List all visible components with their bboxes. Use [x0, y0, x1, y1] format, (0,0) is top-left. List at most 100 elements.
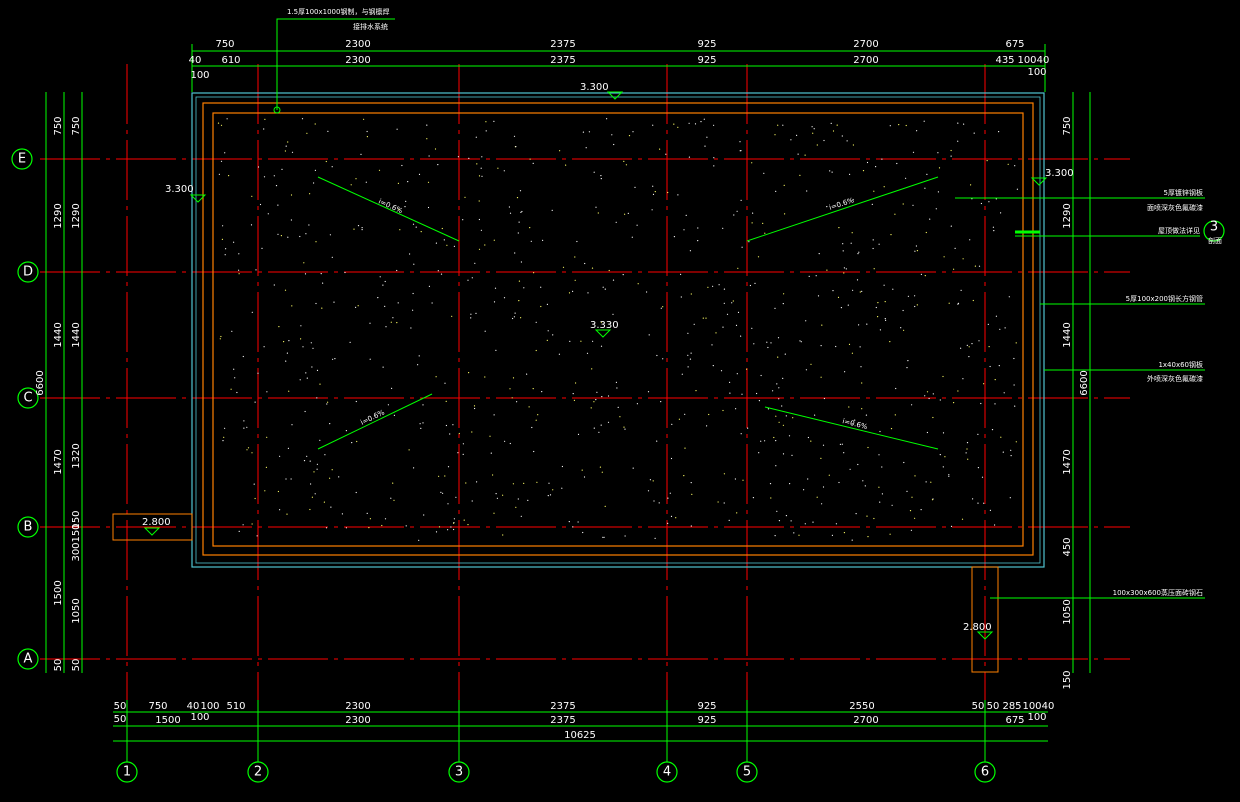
gravel-dot: [606, 118, 608, 120]
gravel-dot: [881, 493, 884, 495]
gravel-dot: [222, 225, 224, 227]
gravel-dot: [495, 349, 497, 351]
dim-top-r1-4: 2700: [853, 39, 878, 50]
dim-left-i-6: 300: [71, 542, 82, 561]
gravel-dot: [238, 530, 240, 533]
gravel-dot: [251, 311, 253, 313]
gravel-dot: [822, 486, 825, 488]
gravel-dot: [944, 456, 946, 458]
gravel-dot: [399, 229, 401, 231]
gravel-dot: [920, 509, 922, 511]
gravel-dot: [306, 132, 308, 134]
gravel-dot: [316, 369, 319, 371]
gravel-dot: [717, 501, 719, 503]
gravel-dot: [820, 457, 822, 459]
gravel-dot: [894, 414, 896, 416]
gravel-dot: [520, 317, 522, 319]
gravel-dot: [847, 304, 849, 306]
dim-top-r1-0: 750: [215, 39, 234, 50]
dim-right-4: 450: [1062, 537, 1073, 556]
gravel-dot: [277, 490, 279, 493]
gravel-dot: [974, 265, 977, 267]
gravel-dot: [242, 524, 244, 526]
gravel-dot: [828, 474, 830, 476]
gravel-dot: [790, 520, 792, 522]
gravel-dot: [286, 352, 288, 354]
gravel-dot: [973, 132, 975, 134]
dim-bot-r1-10: 50: [987, 701, 1000, 712]
gravel-dot: [468, 157, 470, 159]
gravel-dot: [582, 131, 585, 133]
gravel-dot: [926, 173, 928, 175]
gravel-dot: [920, 273, 923, 275]
gravel-dot: [302, 346, 304, 348]
gravel-dot: [600, 321, 603, 323]
gravel-dot: [723, 288, 726, 290]
axis-balloon-E: [11, 148, 33, 170]
gravel-dot: [546, 303, 549, 305]
axis-balloon-B: [17, 516, 39, 538]
gravel-dot: [283, 341, 285, 343]
gravel-dot: [778, 520, 781, 522]
notes: 1.5厚100x1000钢制，与钢檩焊 接排水系统 5厚镀锌钢板 面喷深灰色氟碳…: [287, 7, 1222, 597]
gravel-dot: [615, 381, 618, 383]
gravel-dot: [741, 246, 743, 248]
gravel-dot: [903, 329, 905, 331]
gravel-dot: [784, 353, 786, 355]
gravel-dot: [1000, 212, 1002, 214]
gravel-dot: [273, 175, 275, 177]
gravel-dot: [463, 519, 465, 521]
gravel-dot: [741, 393, 743, 395]
gravel-dot: [278, 326, 280, 328]
gravel-dot: [220, 335, 222, 338]
gravel-dot: [849, 468, 851, 470]
gravel-dot: [549, 494, 552, 496]
gravel-dot: [631, 236, 633, 238]
gravel-dot: [515, 146, 517, 148]
gravel-dot: [338, 476, 340, 478]
gravel-dot: [735, 324, 738, 326]
gravel-dot: [509, 212, 512, 214]
gravel-dot: [873, 190, 875, 192]
gravel-dot: [577, 521, 579, 523]
gravel-dot: [427, 206, 430, 209]
gravel-dot: [760, 374, 762, 377]
gravel-dot: [812, 132, 814, 134]
gravel-dot: [832, 130, 835, 132]
gravel-dot: [600, 345, 603, 347]
gravel-dot: [490, 452, 492, 454]
gravel-dot: [772, 390, 774, 392]
gravel-dot: [852, 289, 854, 291]
gravel-dot: [513, 135, 516, 137]
gravel-dot: [290, 478, 292, 480]
gravel-dot: [462, 219, 464, 221]
axis-balloon-6: [974, 761, 996, 783]
gravel-dot: [821, 324, 823, 326]
gravel-dot: [653, 500, 655, 502]
note-right-5: 外喷深灰色氟碳漆: [1147, 374, 1203, 383]
gravel-dot: [867, 446, 869, 449]
gravel-dot: [728, 519, 730, 522]
gravel-dot: [829, 170, 831, 172]
gravel-dot: [756, 392, 758, 395]
gravel-dot: [665, 153, 667, 155]
gravel-dot: [243, 420, 245, 422]
gravel-dot: [884, 301, 886, 303]
gravel-dot: [230, 388, 232, 390]
dim-bot-r1-9: 50: [972, 701, 985, 712]
gravel-dot: [856, 279, 859, 281]
gravel-dot: [977, 467, 980, 469]
outer-edge: [191, 92, 1045, 568]
gravel-dot: [404, 206, 406, 208]
gravel-dot: [387, 404, 389, 406]
dim-top-r1-5: 675: [1005, 39, 1024, 50]
dim-right-6: 150: [1062, 670, 1073, 689]
gravel-dot: [628, 135, 631, 137]
dim-bot-r2-1: 1500: [155, 715, 180, 726]
gravel-dot: [950, 225, 952, 227]
gravel-dot: [443, 239, 445, 241]
gravel-dot: [878, 243, 880, 245]
gravel-dot: [475, 312, 477, 314]
gravel-dot: [413, 467, 415, 469]
gravel-dot: [670, 515, 673, 518]
